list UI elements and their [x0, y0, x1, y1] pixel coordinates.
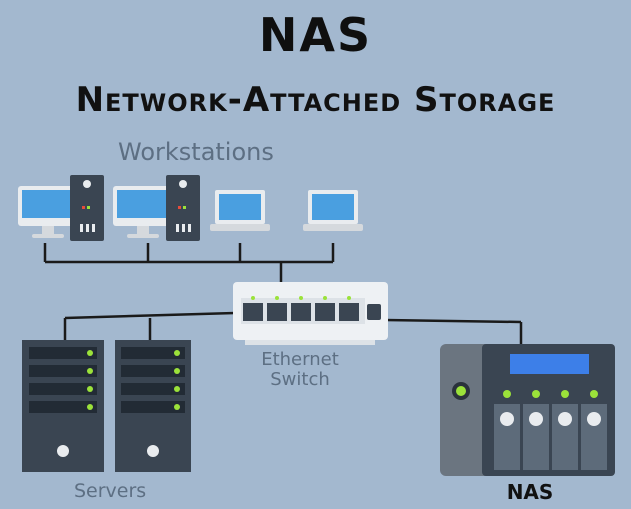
nas-label: NAS [506, 480, 554, 504]
link-switch-servers [64, 311, 236, 320]
diagram-title: NAS [258, 8, 373, 62]
switch-label-line1: Ethernet [261, 349, 339, 370]
connection-lines [43, 243, 523, 344]
diagram-subtitle: Network-Attached Storage [75, 80, 556, 120]
laptop-icon-2 [303, 190, 363, 231]
workstations-label: Workstations [118, 138, 274, 166]
server-rack-icon-1 [22, 340, 104, 472]
nas-drive-bays [494, 404, 607, 470]
servers-label: Servers [74, 480, 147, 502]
workstation-desktop-1 [18, 175, 104, 241]
workstation-desktop-2 [113, 175, 200, 241]
nas-display [510, 354, 589, 374]
nas-device-icon [440, 344, 615, 476]
ethernet-switch-label: Ethernet Switch [250, 350, 350, 390]
laptop-icon-1 [210, 190, 270, 231]
power-button-icon [147, 445, 159, 457]
ethernet-switch-icon [233, 282, 388, 345]
link-switch-nas [384, 318, 522, 324]
power-button-icon [57, 445, 69, 457]
switch-label-line2: Switch [270, 369, 330, 390]
monitor-screen [22, 190, 74, 218]
server-rack-icon-2 [115, 340, 191, 472]
monitor-screen [117, 190, 169, 218]
